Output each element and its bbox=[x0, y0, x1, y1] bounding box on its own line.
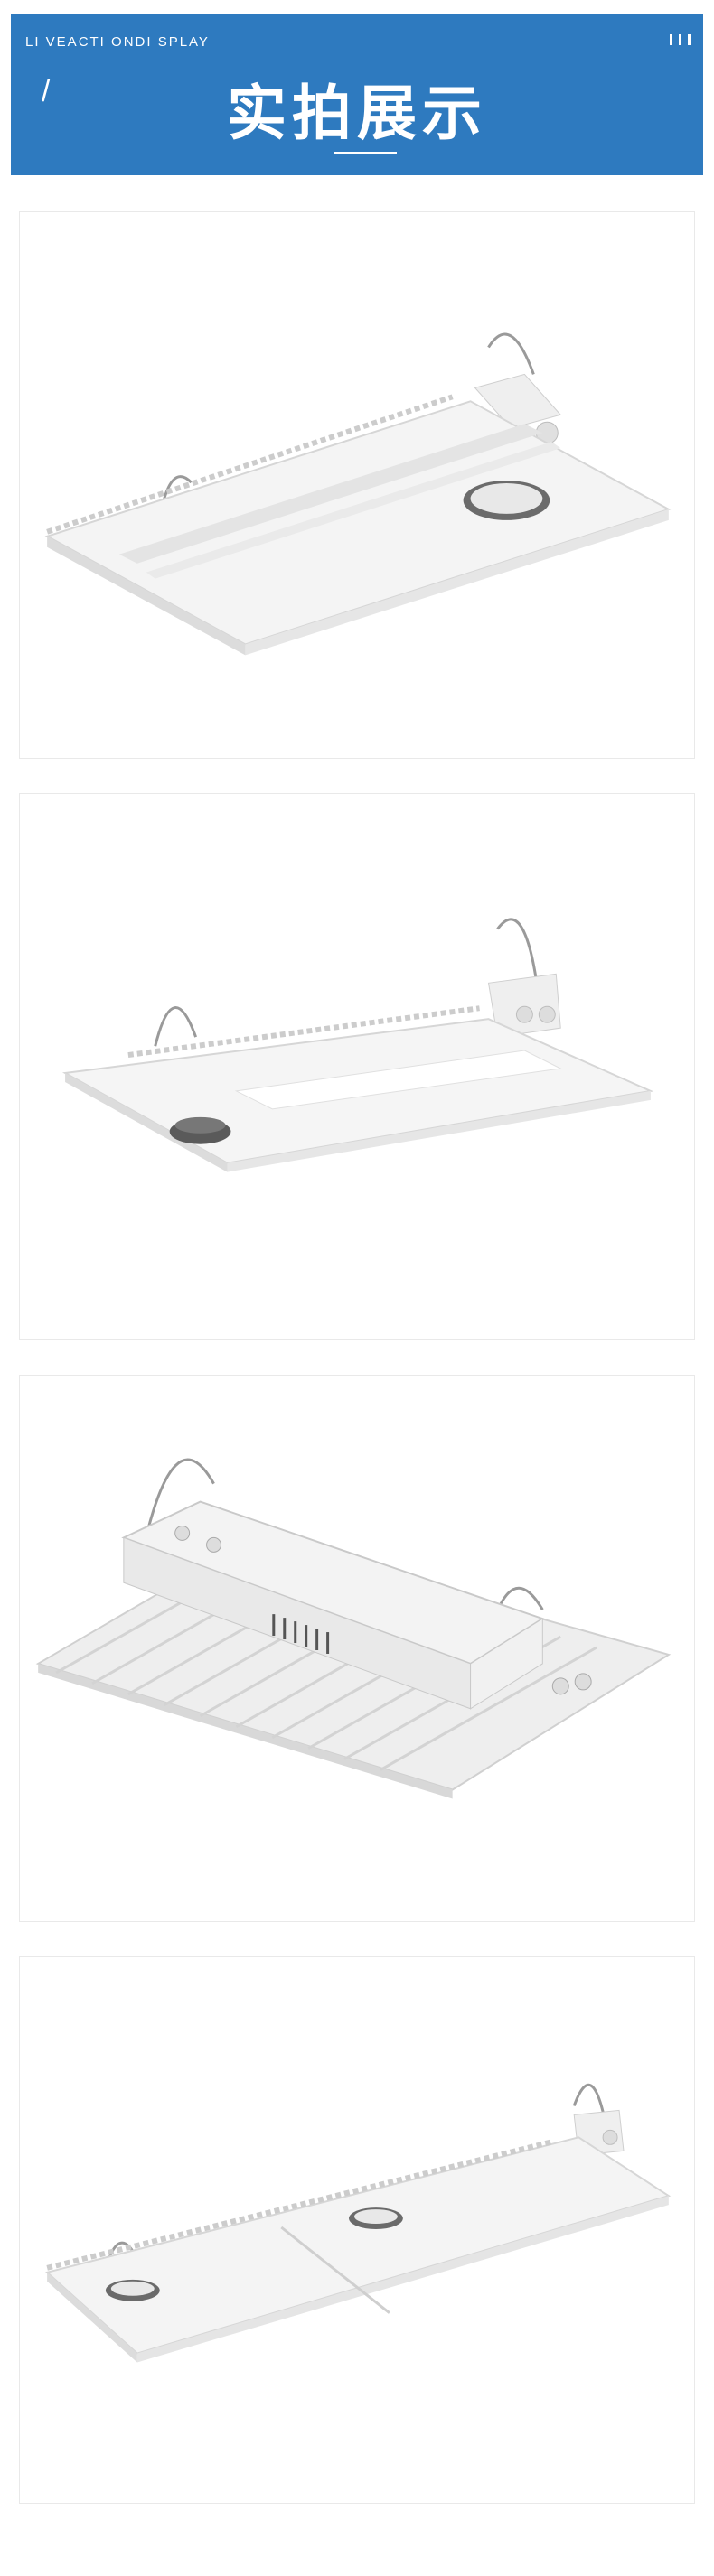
product-photo-2 bbox=[19, 793, 695, 1340]
banner-title: 实拍展示 bbox=[227, 79, 487, 148]
section-banner: LI VEACTI ONDI SPLAY / 实拍展示 bbox=[11, 14, 703, 175]
high-bay-light-image-1 bbox=[44, 332, 672, 656]
banner-slash: / bbox=[42, 74, 51, 108]
high-bay-light-image-4 bbox=[45, 2083, 672, 2363]
banner-subtitle: LI VEACTI ONDI SPLAY bbox=[25, 34, 210, 50]
product-photo-3 bbox=[19, 1375, 695, 1922]
high-bay-light-image-2 bbox=[61, 918, 654, 1172]
product-photo-4 bbox=[19, 1956, 695, 2504]
banner-dots-icon bbox=[670, 34, 691, 45]
high-bay-light-image-3 bbox=[35, 1458, 672, 1799]
product-photo-1 bbox=[19, 211, 695, 759]
banner-underline bbox=[334, 152, 397, 154]
